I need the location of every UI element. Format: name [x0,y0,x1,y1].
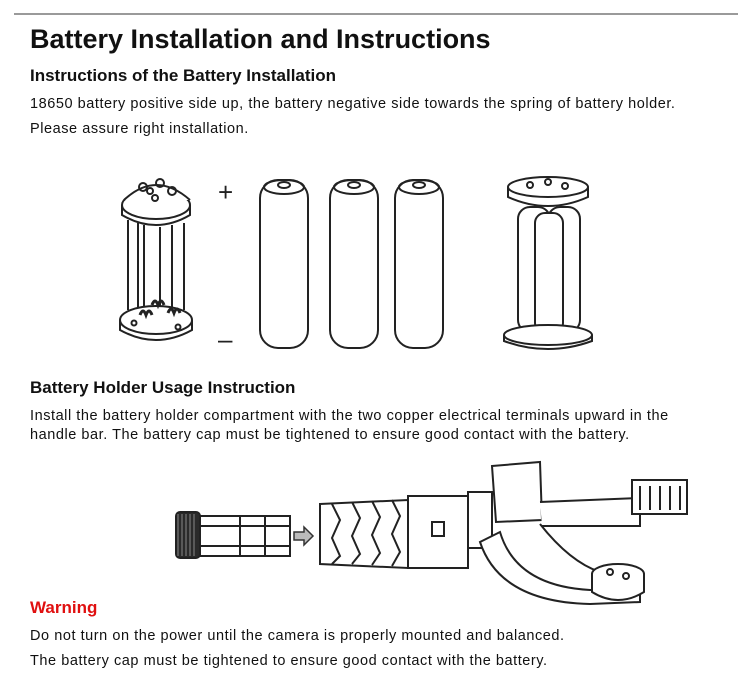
warning-text-line-2: The battery cap must be tightened to ens… [30,653,548,669]
battery-2 [329,179,379,349]
gimbal-arm [478,460,688,606]
installation-text-line-2: Please assure right installation. [30,121,249,137]
warning-text-line-1: Do not turn on the power until the camer… [30,628,565,644]
assembled-battery-holder [503,176,593,350]
installation-heading: Instructions of the Battery Installation [30,66,337,85]
battery-cap [175,511,201,559]
page-title: Battery Installation and Instructions [30,24,491,54]
holder-usage-text-line-1: Install the battery holder compartment w… [30,408,669,424]
insert-arrow [293,525,315,547]
battery-installation-illustration: + – [119,176,593,354]
empty-battery-holder [119,178,193,341]
installation-text-line-1: 18650 battery positive side up, the batt… [30,96,676,112]
battery-3 [394,179,444,349]
plus-symbol: + [218,177,233,207]
holder-usage-text-line-2: handle bar. The battery cap must be tigh… [30,427,630,443]
holder-usage-heading: Battery Holder Usage Instruction [30,378,296,397]
battery-1 [259,179,309,349]
battery-holder-compartment [199,515,291,557]
gimbal-handle-illustration [175,460,688,606]
handle-grip [319,491,493,570]
top-divider [14,13,738,15]
warning-heading: Warning [30,598,98,617]
minus-symbol: – [218,324,233,354]
